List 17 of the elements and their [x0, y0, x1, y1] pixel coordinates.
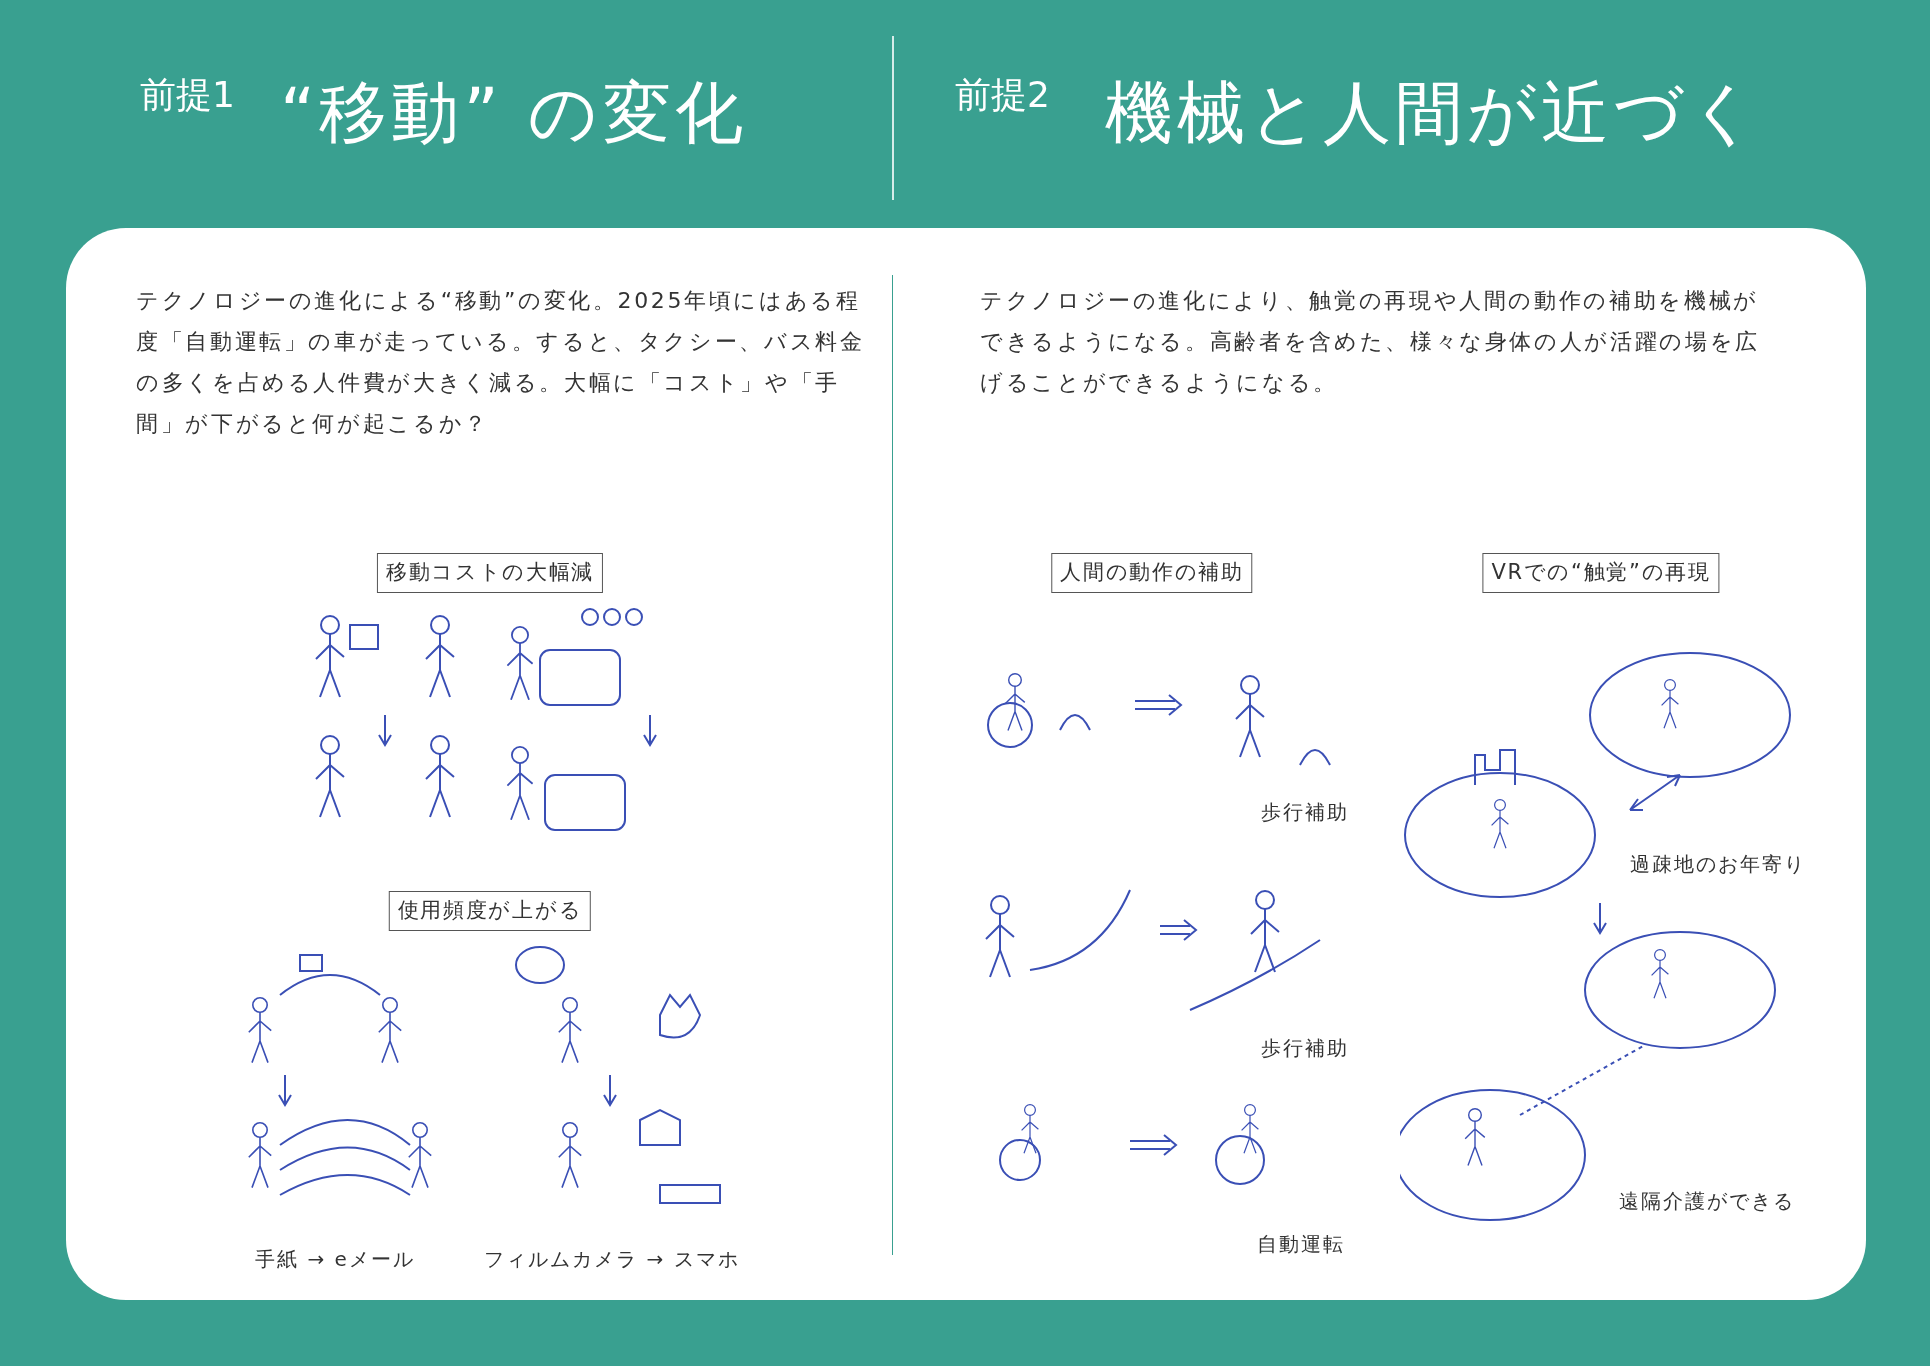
heading-number: 前提2 — [955, 73, 1051, 117]
caption-box: 移動コストの大幅減 — [376, 553, 604, 593]
caption: フィルムカメラ → スマホ — [483, 1246, 741, 1273]
heading: 機械と人間が近づく — [1105, 72, 1763, 154]
caption: 手紙 → eメール — [254, 1246, 416, 1273]
caption: 過疎地のお年寄り — [1629, 851, 1807, 878]
caption-box: 人間の動作の補助 — [1051, 553, 1253, 593]
paragraph: テクノロジーの進化により、触覚の再現や人間の動作の補助を機械ができるようになる。高齢者を含めた、様々な身体の人が活躍の場を広げることができるようになる。 — [980, 287, 1761, 397]
paragraph: テクノロジーの進化による“移動”の変化。2025年頃にはある程度「自動運転」の車が走っている。すると、タクシー、バス料金の多くを占める人件費が大きく減る。大幅に「コスト」や「手間」が下がると何が起こるか？ — [136, 287, 866, 438]
caption: 遠隔介護ができる — [1618, 1188, 1796, 1215]
caption: 歩行補助 — [1260, 1035, 1350, 1062]
caption-box: 使用頻度が上がる — [388, 891, 592, 931]
heading: “移動” の変化 — [280, 72, 748, 154]
caption: 自動運転 — [1256, 1231, 1346, 1258]
caption-box: VRでの“触覚”の再現 — [1482, 553, 1720, 593]
heading-number: 前提1 — [140, 73, 236, 117]
caption: 歩行補助 — [1260, 799, 1350, 826]
